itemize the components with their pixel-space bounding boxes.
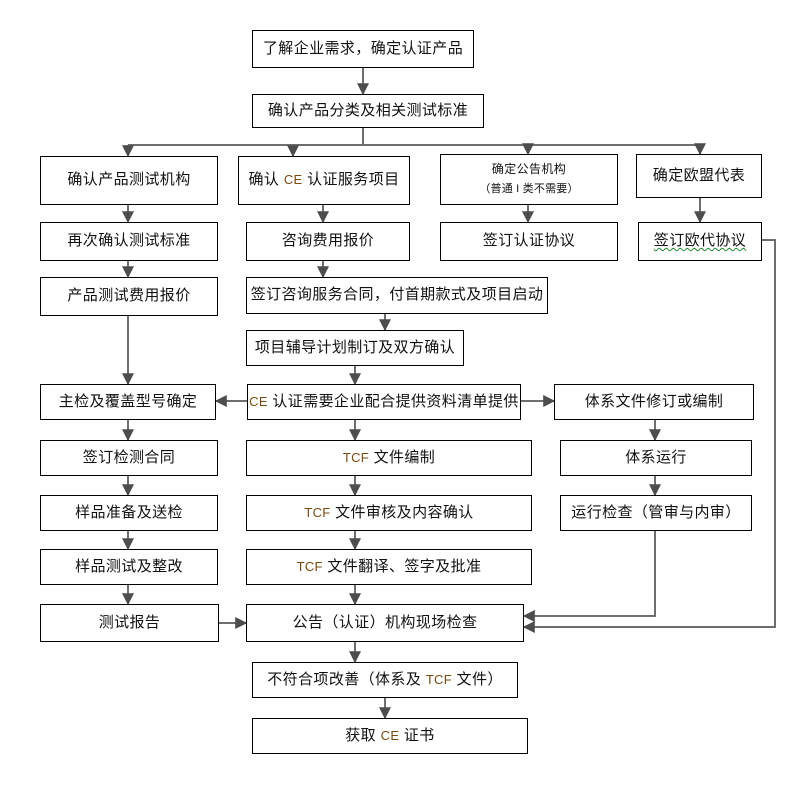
node-n16[interactable]: 体系文件修订或编制 <box>554 384 754 420</box>
node-n25-label: 测试报告 <box>98 613 161 631</box>
node-n17[interactable]: 签订检测合同 <box>40 440 218 476</box>
node-n5-sublabel: （普通 I 类不需要） <box>479 183 579 196</box>
node-n27[interactable]: 不符合项改善（体系及 TCF 文件） <box>252 662 518 698</box>
node-n26-label: 公告（认证）机构现场检查 <box>292 613 478 631</box>
node-n21[interactable]: TCF 文件审核及内容确认 <box>246 495 532 531</box>
node-n13-label: 项目辅导计划制订及双方确认 <box>254 338 456 356</box>
node-n20-label: 样品准备及送检 <box>75 503 183 521</box>
node-n25[interactable]: 测试报告 <box>40 604 219 642</box>
node-n9-label: 签订认证协议 <box>482 232 576 250</box>
node-n19[interactable]: 体系运行 <box>560 440 752 476</box>
node-n14-label: 主检及覆盖型号确定 <box>58 392 198 410</box>
node-n11[interactable]: 产品测试费用报价 <box>40 277 218 316</box>
acronym-ce: CE <box>380 727 400 743</box>
node-n12-label: 签订咨询服务合同，付首期款式及项目启动 <box>250 286 544 304</box>
edge-n10-n26 <box>522 239 776 633</box>
node-n1[interactable]: 了解企业需求，确定认证产品 <box>252 30 474 68</box>
node-n14[interactable]: 主检及覆盖型号确定 <box>40 384 216 420</box>
node-n3[interactable]: 确认产品测试机构 <box>40 156 218 205</box>
node-n9[interactable]: 签订认证协议 <box>440 222 618 261</box>
node-n15[interactable]: CE 认证需要企业配合提供资料清单提供 <box>247 384 521 420</box>
edge-n22-n26 <box>522 531 656 622</box>
node-n8[interactable]: 咨询费用报价 <box>246 222 410 261</box>
node-n1-label: 了解企业需求，确定认证产品 <box>262 39 464 57</box>
acronym-tcf: TCF <box>342 449 369 465</box>
node-n22-label: 运行检查（管审与内审） <box>571 503 741 521</box>
node-n15-label: CE 认证需要企业配合提供资料清单提供 <box>249 392 519 410</box>
node-n4-label: 确认 CE 认证服务项目 <box>248 171 400 189</box>
node-n21-label: TCF 文件审核及内容确认 <box>304 503 474 521</box>
acronym-tcf: TCF <box>304 504 331 520</box>
node-n3-label: 确认产品测试机构 <box>67 171 191 189</box>
node-n13[interactable]: 项目辅导计划制订及双方确认 <box>246 330 464 366</box>
node-n24[interactable]: TCF 文件翻译、签字及批准 <box>246 549 532 585</box>
acronym-tcf: TCF <box>296 558 323 574</box>
acronym-ce: CE <box>249 393 268 409</box>
node-n4[interactable]: 确认 CE 认证服务项目 <box>238 156 410 205</box>
node-n7[interactable]: 再次确认测试标准 <box>40 222 218 261</box>
node-n5-label: 确定公告机构 <box>491 162 567 177</box>
node-n12[interactable]: 签订咨询服务合同，付首期款式及项目启动 <box>246 277 548 314</box>
node-n24-label: TCF 文件翻译、签字及批准 <box>296 557 482 575</box>
node-n2-label: 确认产品分类及相关测试标准 <box>267 101 469 119</box>
node-n27-label: 不符合项改善（体系及 TCF 文件） <box>267 670 503 688</box>
node-n10-label: 签订欧代协议 <box>653 232 747 250</box>
node-n26[interactable]: 公告（认证）机构现场检查 <box>246 604 524 642</box>
node-n8-label: 咨询费用报价 <box>281 232 375 250</box>
node-n7-label: 再次确认测试标准 <box>67 232 191 250</box>
node-n18-label: TCF 文件编制 <box>342 448 436 466</box>
node-n16-label: 体系文件修订或编制 <box>584 392 724 410</box>
node-n19-label: 体系运行 <box>625 448 687 466</box>
node-n5[interactable]: 确定公告机构 （普通 I 类不需要） <box>440 154 618 205</box>
acronym-tcf: TCF <box>425 671 452 687</box>
node-n22[interactable]: 运行检查（管审与内审） <box>560 495 752 531</box>
node-n6-label: 确定欧盟代表 <box>652 166 746 184</box>
node-n17-label: 签订检测合同 <box>82 448 176 466</box>
node-n23-label: 样品测试及整改 <box>75 557 183 575</box>
node-n28-label: 获取 CE 证书 <box>345 726 435 744</box>
node-n18[interactable]: TCF 文件编制 <box>246 440 532 476</box>
node-n11-label: 产品测试费用报价 <box>67 287 191 305</box>
node-n23[interactable]: 样品测试及整改 <box>40 549 218 585</box>
node-n10[interactable]: 签订欧代协议 <box>638 222 762 261</box>
acronym-ce: CE <box>283 172 303 188</box>
node-n2[interactable]: 确认产品分类及相关测试标准 <box>252 94 484 128</box>
node-n28[interactable]: 获取 CE 证书 <box>252 718 528 754</box>
node-n6[interactable]: 确定欧盟代表 <box>636 154 762 198</box>
node-n20[interactable]: 样品准备及送检 <box>40 495 218 531</box>
